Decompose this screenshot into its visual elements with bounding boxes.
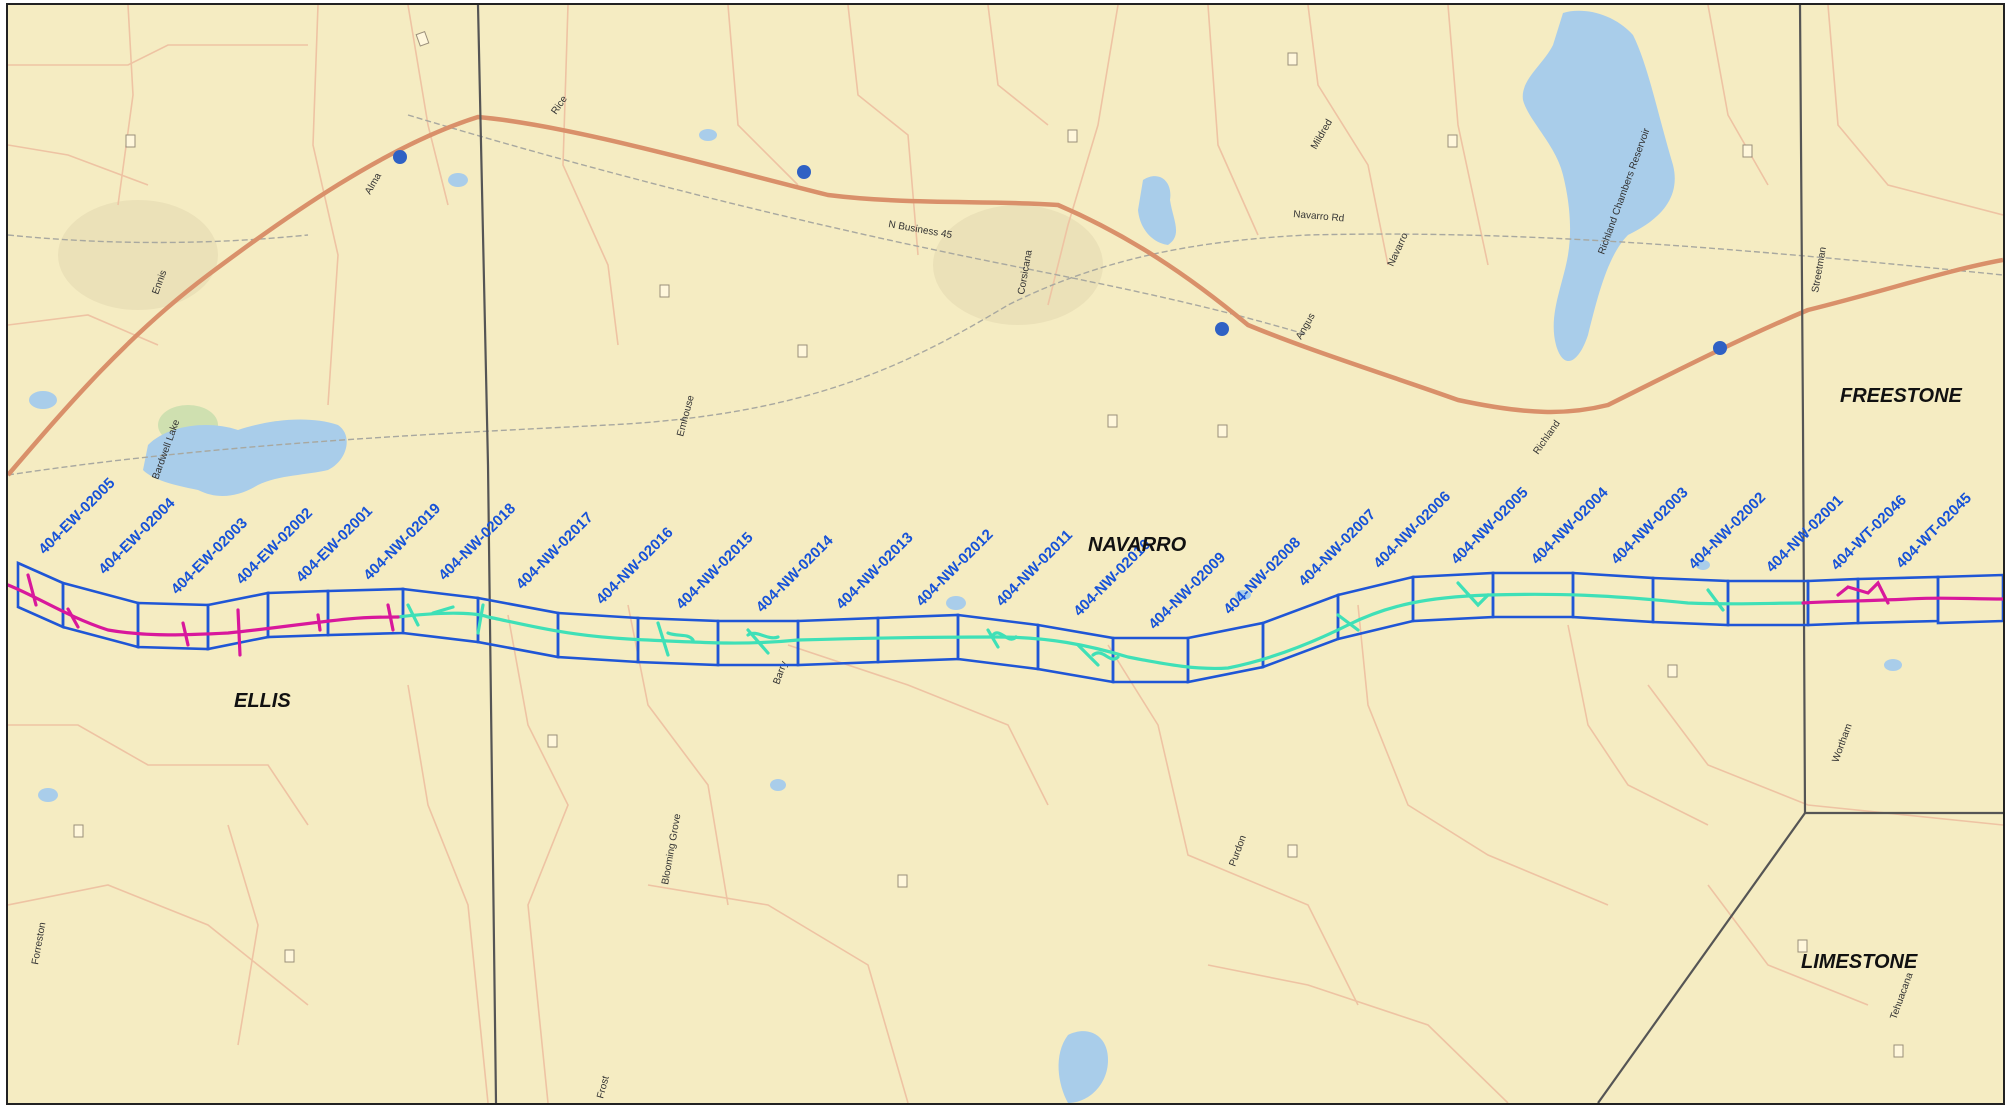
- railroads: [8, 114, 2003, 476]
- richland-chambers-reservoir: [1522, 10, 1675, 362]
- county-boundaries: [476, 5, 2003, 1103]
- county-label-freestone: FREESTONE: [1840, 385, 1963, 407]
- minor-roads: [8, 5, 2003, 1103]
- interstate-shield-icon: [1215, 322, 1229, 336]
- water-bodies: [29, 10, 1902, 1103]
- bardwell-lake: [143, 419, 347, 497]
- county-label-ellis: ELLIS: [234, 690, 291, 712]
- highway-shields: [73, 31, 1904, 1058]
- route-teal: [396, 581, 1805, 671]
- route-magenta: [8, 573, 2003, 657]
- county-line-navarro-limestone: [1597, 812, 1806, 1103]
- map-canvas[interactable]: Rice Alma Ennis Corsicana Emhouse Mildre…: [8, 5, 2003, 1103]
- county-line-ellis-navarro: [476, 5, 498, 1103]
- sheet-outline[interactable]: [1936, 573, 2003, 625]
- county-label-limestone: LIMESTONE: [1801, 951, 1918, 973]
- county-line-navarro-freestone: [1798, 5, 1807, 814]
- interstate-shield-icon: [797, 165, 811, 179]
- sheet-outlines: [16, 560, 2003, 684]
- small-lake-icon: [1058, 1031, 1108, 1103]
- interstate-shield-icon: [393, 150, 407, 164]
- interstate-shield-icon: [1713, 341, 1727, 355]
- county-label-navarro: NAVARRO: [1088, 534, 1187, 556]
- interstate-shields: [393, 150, 1727, 355]
- interstate-45: [8, 114, 2003, 477]
- road-label: Navarro Rd: [1293, 209, 1345, 224]
- urban-areas: [58, 200, 1103, 449]
- map-frame[interactable]: Rice Alma Ennis Corsicana Emhouse Mildre…: [6, 3, 2005, 1105]
- county-labels: ELLIS NAVARRO FREESTONE LIMESTONE: [234, 385, 1963, 973]
- small-lake-icon: [1138, 176, 1177, 245]
